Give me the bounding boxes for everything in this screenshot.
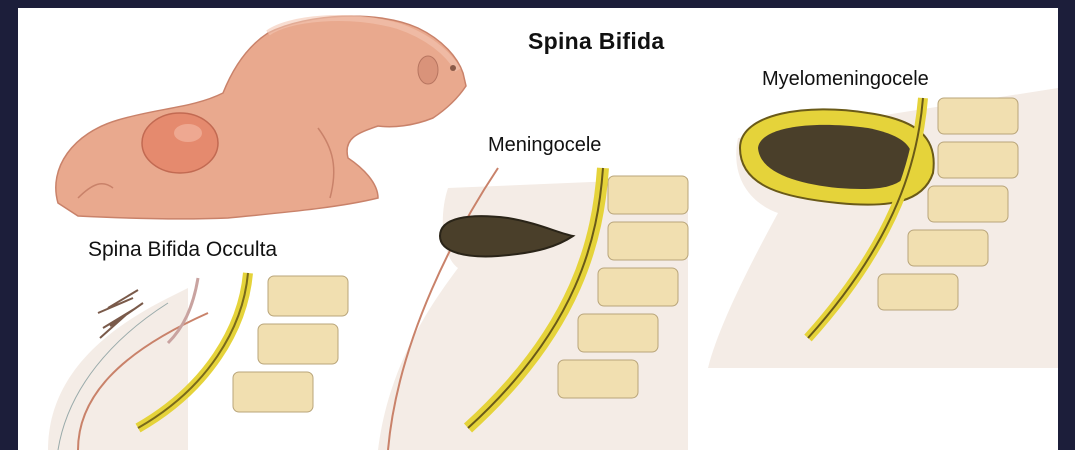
- back-lump: [142, 113, 218, 173]
- infant-back-illustration: [56, 16, 466, 219]
- illustration-panel: Spina Bifida Spina Bifida Occulta Mening…: [18, 8, 1058, 450]
- myelomeningocele-cross-section: [708, 88, 1058, 368]
- label-myelomeningocele: Myelomeningocele: [762, 68, 929, 91]
- label-spina-bifida-occulta: Spina Bifida Occulta: [88, 238, 277, 262]
- occulta-cross-section: [48, 273, 348, 450]
- label-meningocele: Meningocele: [488, 134, 601, 157]
- meningocele-cross-section: [378, 168, 688, 450]
- figure-title: Spina Bifida: [528, 28, 665, 55]
